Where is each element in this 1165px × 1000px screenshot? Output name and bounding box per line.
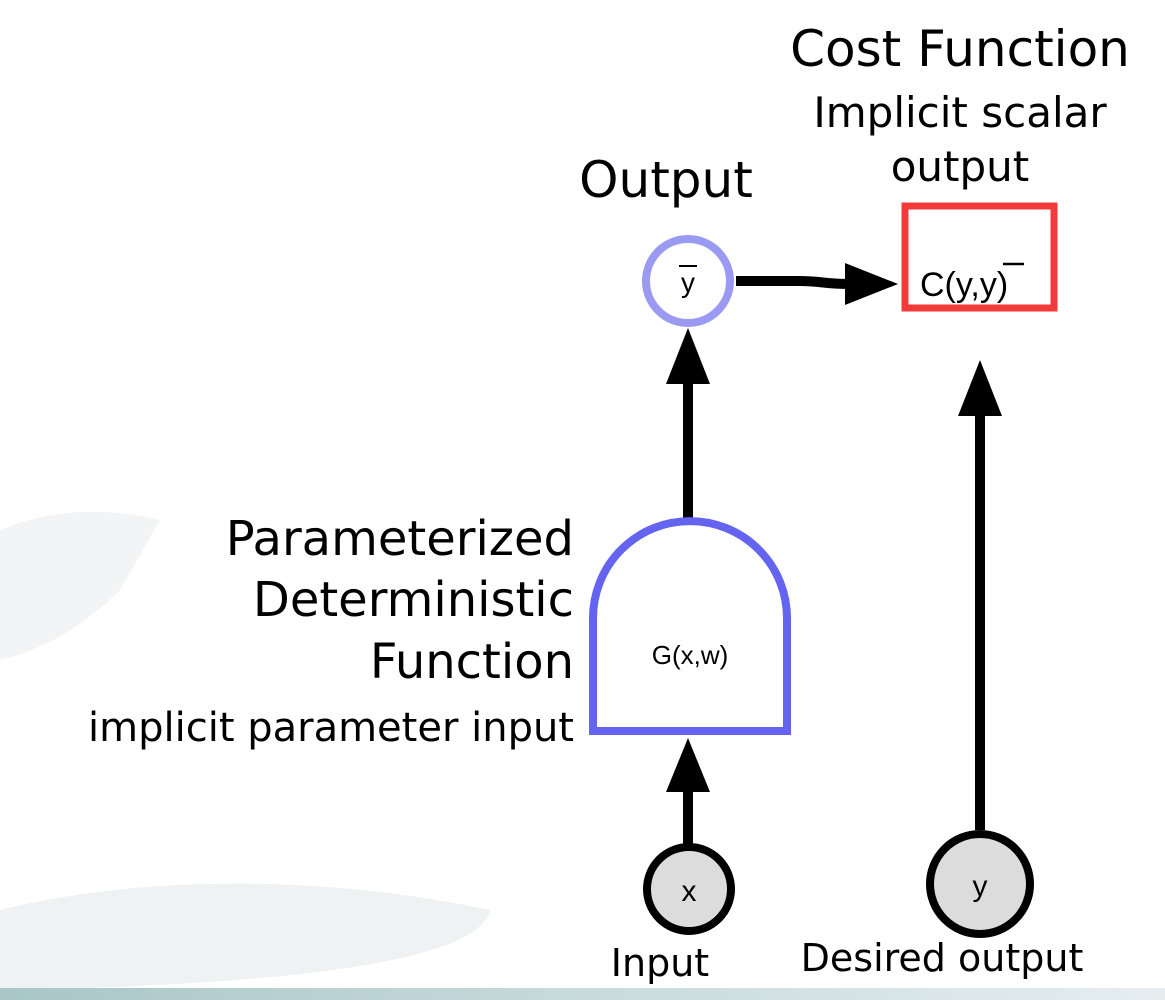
cost-ybar-symbol: y <box>980 266 997 304</box>
output-title: Output <box>579 151 753 209</box>
edge-output-to-cost <box>736 263 898 305</box>
cost-function-node: C(y,y) <box>901 202 1058 312</box>
background-decoration <box>0 511 1165 1000</box>
output-node: y <box>642 235 734 327</box>
cost-function-title: Cost Function <box>790 20 1130 78</box>
target-node-y: y <box>926 830 1034 938</box>
g-label-line2: Deterministic <box>253 572 574 628</box>
g-label-line1: Parameterized <box>226 511 574 567</box>
g-function-node: G(x,w) <box>589 517 791 735</box>
input-node-x: x <box>643 843 735 935</box>
cost-function-subtitle-line1: Implicit scalar <box>813 88 1107 137</box>
target-node-symbol: y <box>973 870 988 903</box>
g-function-text: G(x,w) <box>652 640 729 670</box>
output-node-symbol: y <box>681 267 695 298</box>
input-label: Input <box>611 941 709 985</box>
desired-output-label: Desired output <box>801 936 1084 980</box>
g-label-line4: implicit parameter input <box>88 705 574 751</box>
cost-suffix: ) <box>997 266 1008 304</box>
cost-function-subtitle-line2: output <box>891 142 1030 191</box>
svg-text:C(y,y): C(y,y) <box>920 266 1008 304</box>
input-node-symbol: x <box>682 875 697 908</box>
edge-g-to-output <box>666 328 710 518</box>
cost-prefix: C(y, <box>920 266 980 304</box>
edge-input-to-g <box>666 738 710 848</box>
g-label-line3: Function <box>370 634 574 690</box>
edge-target-to-cost <box>958 360 1002 830</box>
